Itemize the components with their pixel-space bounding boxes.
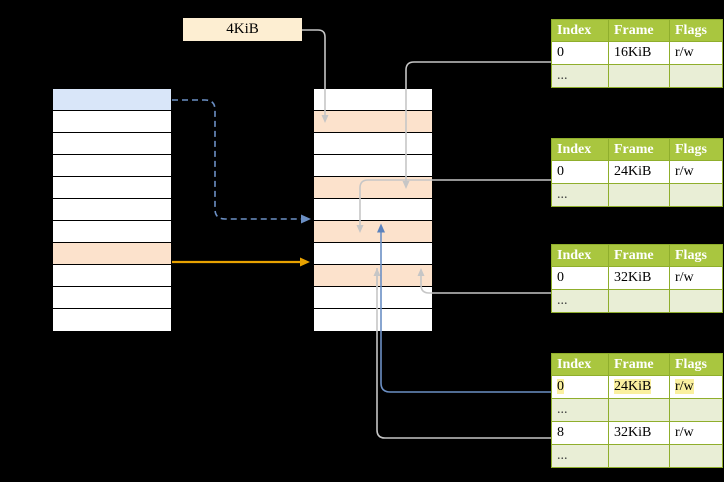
page-table-4-r2-flags: r/w [669, 421, 723, 445]
physical-frame-row-0 [314, 89, 432, 111]
physical-frame-row-6 [314, 221, 432, 243]
virtual-page-row-8 [53, 265, 171, 287]
page-table-3-r1-frame [608, 289, 670, 313]
page-table-1-row: ... [551, 64, 723, 88]
page-table-3-r0-flags: r/w [669, 266, 723, 290]
physical-frame-row-10 [314, 309, 432, 331]
page-table-2-r1-index: ... [551, 183, 609, 207]
physical-frame-row-8 [314, 265, 432, 287]
page-table-3-r1-index: ... [551, 289, 609, 313]
page-table-4-r2-index: 8 [551, 421, 609, 445]
page-table-4-row: ... [551, 444, 723, 468]
virtual-page-row-0 [53, 89, 171, 111]
page-table-2-r0-frame: 24KiB [608, 160, 670, 184]
highlight-mark: r/w [675, 379, 694, 394]
page-table-2-r1-flags [669, 183, 723, 207]
page-table-4-r1-flags [669, 398, 723, 422]
size-label-4kib: 4KiB [183, 18, 302, 41]
virtual-page-row-5 [53, 199, 171, 221]
physical-frame-row-3 [314, 155, 432, 177]
physical-memory-column [313, 88, 433, 331]
page-table-1-col-frame: Frame [608, 19, 670, 42]
page-table-2-col-frame: Frame [608, 138, 670, 161]
page-table-4-row: ... [551, 398, 723, 422]
virtual-page-row-3 [53, 155, 171, 177]
physical-frame-row-4 [314, 177, 432, 199]
page-table-4-row: 0 24KiB r/w [551, 375, 723, 399]
page-table-4-r2-frame: 32KiB [608, 421, 670, 445]
page-table-1-r0-frame: 16KiB [608, 41, 670, 65]
page-table-4-r0-flags: r/w [669, 375, 723, 399]
page-table-2-r0-index: 0 [551, 160, 609, 184]
page-table-1-r0-flags: r/w [669, 41, 723, 65]
page-table-4-r3-flags [669, 444, 723, 468]
page-table-2-row: ... [551, 183, 723, 207]
page-table-2-col-flags: Flags [669, 138, 723, 161]
page-table-4-r1-frame [608, 398, 670, 422]
virtual-page-row-10 [53, 309, 171, 331]
page-table-1-r1-flags [669, 64, 723, 88]
physical-frame-row-5 [314, 199, 432, 221]
page-table-4-r0-frame: 24KiB [608, 375, 670, 399]
page-table-3-col-index: Index [551, 244, 609, 267]
page-table-1-r1-index: ... [551, 64, 609, 88]
highlight-mark: 0 [557, 379, 564, 394]
wire-vaddr-blue-to-frame [172, 99, 311, 224]
page-table-1-r1-frame [608, 64, 670, 88]
page-table-1-r0-index: 0 [551, 41, 609, 65]
page-table-1-col-index: Index [551, 19, 609, 42]
page-table-2-r1-frame [608, 183, 670, 207]
page-table-4-col-index: Index [551, 353, 609, 376]
virtual-page-row-4 [53, 177, 171, 199]
page-table-2-r0-flags: r/w [669, 160, 723, 184]
page-table-1-col-flags: Flags [669, 19, 723, 42]
physical-frame-row-7 [314, 243, 432, 265]
page-table-2-col-index: Index [551, 138, 609, 161]
virtual-address-space-column [52, 88, 172, 331]
virtual-page-row-7 [53, 243, 171, 265]
page-table-4-r3-index: ... [551, 444, 609, 468]
page-table-3-r1-flags [669, 289, 723, 313]
virtual-page-row-1 [53, 111, 171, 133]
virtual-page-row-9 [53, 287, 171, 309]
page-table-4-col-frame: Frame [608, 353, 670, 376]
page-table-3-r0-index: 0 [551, 266, 609, 290]
page-table-4-col-flags: Flags [669, 353, 723, 376]
page-table-4-r1-index: ... [551, 398, 609, 422]
physical-frame-row-9 [314, 287, 432, 309]
wire-pt3-to-frame32 [417, 268, 551, 294]
virtual-page-row-6 [53, 221, 171, 243]
virtual-page-row-2 [53, 133, 171, 155]
page-table-3-row: ... [551, 289, 723, 313]
physical-frame-row-1 [314, 111, 432, 133]
physical-frame-row-2 [314, 133, 432, 155]
page-table-3-r0-frame: 32KiB [608, 266, 670, 290]
page-table-4-r0-index: 0 [551, 375, 609, 399]
page-table-3-col-frame: Frame [608, 244, 670, 267]
highlight-mark: 24KiB [614, 379, 652, 394]
page-table-4-r3-frame [608, 444, 670, 468]
page-table-3-col-flags: Flags [669, 244, 723, 267]
